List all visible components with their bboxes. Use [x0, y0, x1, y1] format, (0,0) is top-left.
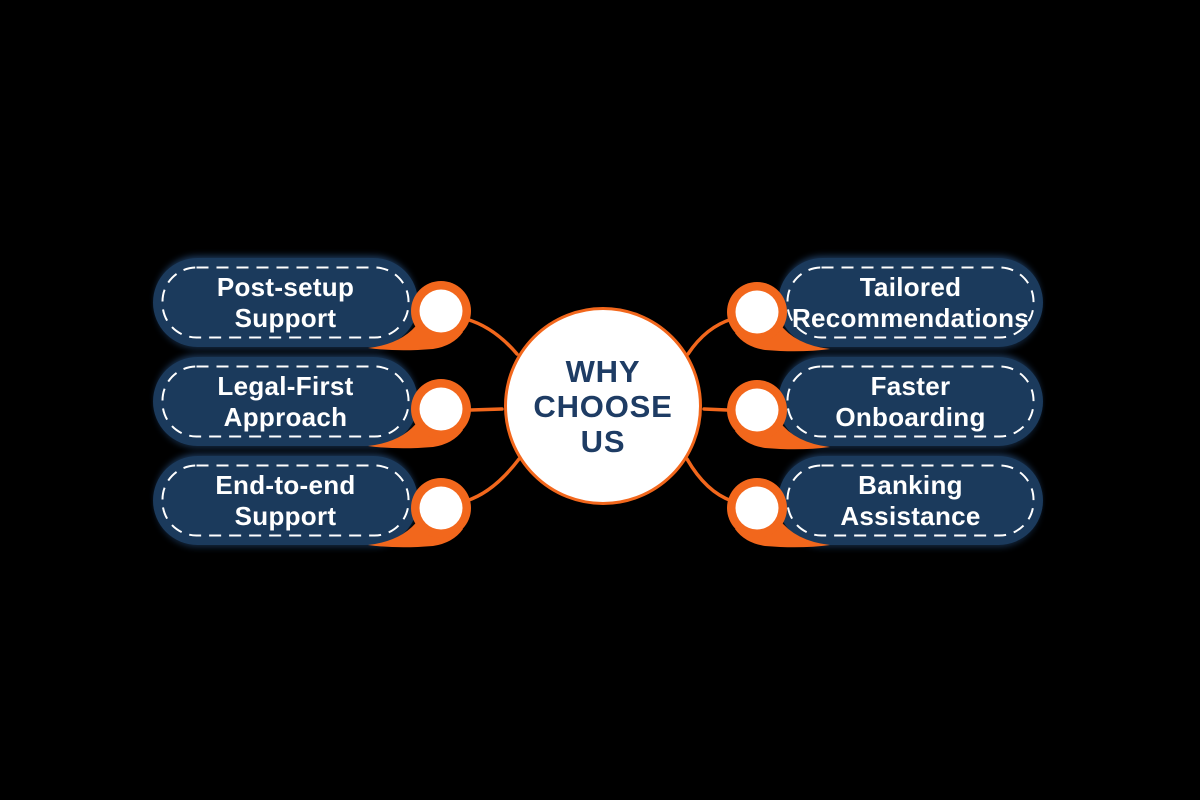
feature-pill-legal-first-approach: Legal-First Approach [153, 357, 418, 446]
feature-pill-banking-assistance: Banking Assistance [778, 456, 1043, 545]
feature-pill-faster-onboarding: Faster Onboarding [778, 357, 1043, 446]
pill-label: End-to-end Support [215, 470, 355, 532]
pill-label: Banking Assistance [840, 470, 980, 532]
pill-label-line1: Legal-First [217, 370, 354, 401]
marker-dot [419, 387, 463, 431]
pill-label-line2: Support [234, 302, 337, 333]
connector-top-right [686, 317, 734, 356]
teardrop-pin-icon [368, 478, 471, 548]
pill-label: Legal-First Approach [217, 371, 353, 433]
connector-middle-left [469, 407, 504, 412]
connector-middle-right [702, 407, 729, 412]
pill-label-line1: Banking [858, 469, 963, 500]
center-title: WHY CHOOSE US [533, 354, 672, 459]
feature-pill-tailored-recommendations: Tailored Recommendations [778, 258, 1043, 347]
pill-label-line1: Faster [870, 370, 951, 401]
teardrop-pin-icon [727, 282, 830, 352]
teardrop-pin-icon [727, 478, 830, 548]
feature-pill-post-setup-support: Post-setup Support [153, 258, 418, 347]
connector-top-left [464, 317, 519, 356]
marker-dot [419, 289, 463, 333]
connector-bottom-left [464, 457, 521, 503]
teardrop-pin-icon [368, 379, 471, 449]
marker-dot [735, 486, 779, 530]
teardrop-pin-icon [727, 380, 830, 450]
pill-label-line2: Support [234, 500, 337, 531]
center-circle: WHY CHOOSE US [504, 307, 702, 505]
feature-pill-end-to-end-support: End-to-end Support [153, 456, 418, 545]
marker-dot [735, 290, 779, 334]
pill-label-line1: Post-setup [216, 271, 355, 302]
center-title-line2: CHOOSE [533, 388, 673, 424]
center-title-line3: US [580, 423, 626, 459]
pill-label-line2: Assistance [840, 500, 981, 531]
connector-bottom-right [685, 457, 734, 503]
pill-label-line2: Onboarding [835, 401, 986, 432]
pill-label: Faster Onboarding [835, 371, 985, 433]
pill-label: Post-setup Support [217, 272, 354, 334]
marker-dot [419, 486, 463, 530]
center-title-line1: WHY [565, 353, 641, 389]
pill-label-line2: Approach [223, 401, 348, 432]
pill-label-line1: End-to-end [215, 469, 356, 500]
marker-dot [735, 388, 779, 432]
teardrop-pin-icon [368, 281, 471, 351]
